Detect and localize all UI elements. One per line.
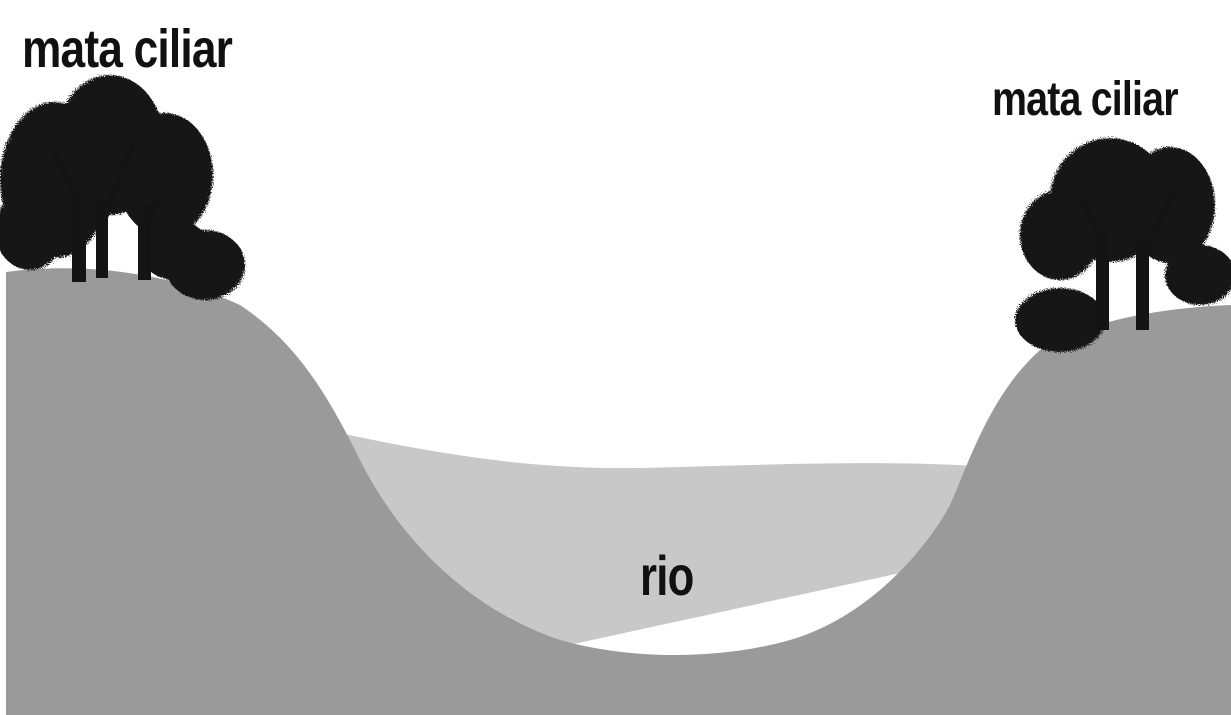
riparian-forest-label-left: mata ciliar [22, 22, 232, 76]
river-label: rio [640, 548, 693, 604]
riparian-forest-label-right: mata ciliar [992, 76, 1178, 124]
